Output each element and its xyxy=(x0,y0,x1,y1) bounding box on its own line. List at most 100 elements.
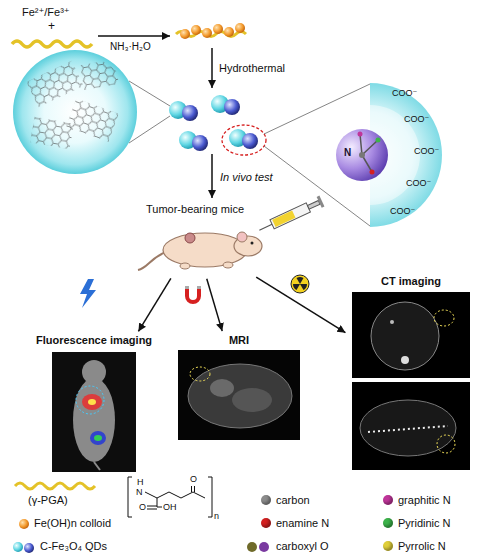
light-icon xyxy=(80,279,96,308)
bond-stick xyxy=(360,134,362,155)
group-label: COO⁻ xyxy=(390,206,415,216)
colloid-ball xyxy=(224,27,234,37)
zoom-line xyxy=(129,116,170,143)
qd-sample xyxy=(24,543,34,553)
ct-body xyxy=(360,400,456,456)
lattice-patch xyxy=(80,59,119,90)
legend-entry: graphitic N xyxy=(398,494,451,507)
group-label: COO⁻ xyxy=(406,178,431,188)
flow-arrow xyxy=(138,278,170,331)
legend-entry: (γ-PGA) xyxy=(28,494,68,507)
ct-bone xyxy=(390,320,394,324)
mouse-silhouette xyxy=(94,462,100,470)
tumor xyxy=(185,233,195,243)
qd-sphere xyxy=(13,50,137,174)
colloid-ball xyxy=(213,24,223,34)
group-label: COO⁻ xyxy=(392,88,417,98)
legend-text: carbon xyxy=(276,494,310,506)
ion-label: Fe²⁺/Fe³⁺ xyxy=(22,6,70,19)
group-label: COO⁻ xyxy=(414,146,439,156)
syringe-plunger xyxy=(307,201,320,210)
image-panel xyxy=(352,292,470,378)
highlight-ring xyxy=(222,125,266,155)
atom-label: N xyxy=(344,147,351,159)
process-arrow xyxy=(211,48,213,88)
bracket xyxy=(128,477,132,517)
legend-text: Fe(OH)n colloid xyxy=(34,517,111,529)
ct-bone xyxy=(401,356,409,364)
oxygen-sample xyxy=(259,542,269,552)
reagent-label: NH₃·H₂O xyxy=(110,41,151,53)
bond-stick xyxy=(362,140,378,155)
image-panel xyxy=(178,350,300,440)
panel-heading: CT imaging xyxy=(381,275,441,288)
panel-heading: MRI xyxy=(229,334,249,347)
mri-organ xyxy=(232,388,272,412)
atom-label: H xyxy=(137,477,144,487)
tumor-marker xyxy=(190,367,210,381)
atom-label: N xyxy=(136,487,143,497)
legend-text: (γ-PGA) xyxy=(28,494,68,506)
legend-text: C-Fe₃O₄ QDs xyxy=(40,540,107,552)
radiation-blade xyxy=(300,284,307,290)
subject-group: Tumor-bearing mice xyxy=(130,203,260,275)
flow-arrow xyxy=(256,277,345,333)
image-panel xyxy=(52,352,136,472)
mouse-silhouette xyxy=(73,378,115,462)
core-sphere xyxy=(336,129,388,181)
colloid-ball xyxy=(202,28,212,38)
signal-blob xyxy=(94,435,102,441)
legend-entry: carboxyl O xyxy=(276,540,329,553)
mouse-leg xyxy=(180,263,190,269)
lattice-patch xyxy=(66,98,119,142)
magnet-tip xyxy=(185,286,189,289)
atom-ball xyxy=(370,170,375,175)
lattice-patch xyxy=(30,117,74,150)
plus-sign: + xyxy=(48,20,55,34)
imaging-panel: Fluorescence imaging xyxy=(22,334,166,474)
bond xyxy=(192,486,195,492)
legend-entry: Pyridinic N xyxy=(398,517,451,530)
legend-swatch xyxy=(261,495,271,505)
legend-swatch xyxy=(383,518,393,528)
mri-organ xyxy=(210,379,234,397)
mouse-ear xyxy=(237,232,247,242)
atom-ball xyxy=(376,138,381,143)
legend-text: Pyridinic N xyxy=(398,517,451,529)
legend-text: graphitic N xyxy=(398,494,451,506)
process-arrow xyxy=(211,154,213,198)
bond xyxy=(145,492,205,498)
atom-ball xyxy=(359,152,365,158)
mouse-silhouette xyxy=(82,360,106,384)
legend-entry: Fe(OH)n colloid xyxy=(34,517,111,530)
zoom-line xyxy=(129,81,170,106)
atom-label: O xyxy=(139,502,146,512)
mouse-tail xyxy=(138,252,166,270)
legend-entry: enamine N xyxy=(276,517,329,530)
syringe xyxy=(257,196,325,236)
mouse-leg xyxy=(223,262,233,268)
qd-blue xyxy=(182,105,198,121)
signal-blob xyxy=(82,394,102,410)
qd-blue xyxy=(242,133,258,149)
magnet-icon xyxy=(187,288,199,302)
pga-chain xyxy=(12,41,92,47)
colloid-ball xyxy=(180,29,190,39)
qd-sample xyxy=(13,542,23,552)
oxygen-sample xyxy=(247,542,257,552)
colloid-ball xyxy=(235,23,245,33)
bond xyxy=(147,498,162,509)
legend-entry: carbon xyxy=(276,494,310,507)
pga-sample xyxy=(15,483,95,489)
reaction-arrow xyxy=(98,35,170,37)
lattice-patch xyxy=(26,61,83,108)
magnet-tip xyxy=(197,286,201,289)
atom-label: O xyxy=(190,474,197,484)
radiation-blade xyxy=(297,277,304,284)
syringe-liquid xyxy=(272,211,295,228)
mouse-eye xyxy=(251,242,254,245)
legend-entry: C-Fe₃O₄ QDs xyxy=(40,540,107,553)
legend-swatch xyxy=(261,518,271,528)
radiation-blade xyxy=(293,284,300,290)
